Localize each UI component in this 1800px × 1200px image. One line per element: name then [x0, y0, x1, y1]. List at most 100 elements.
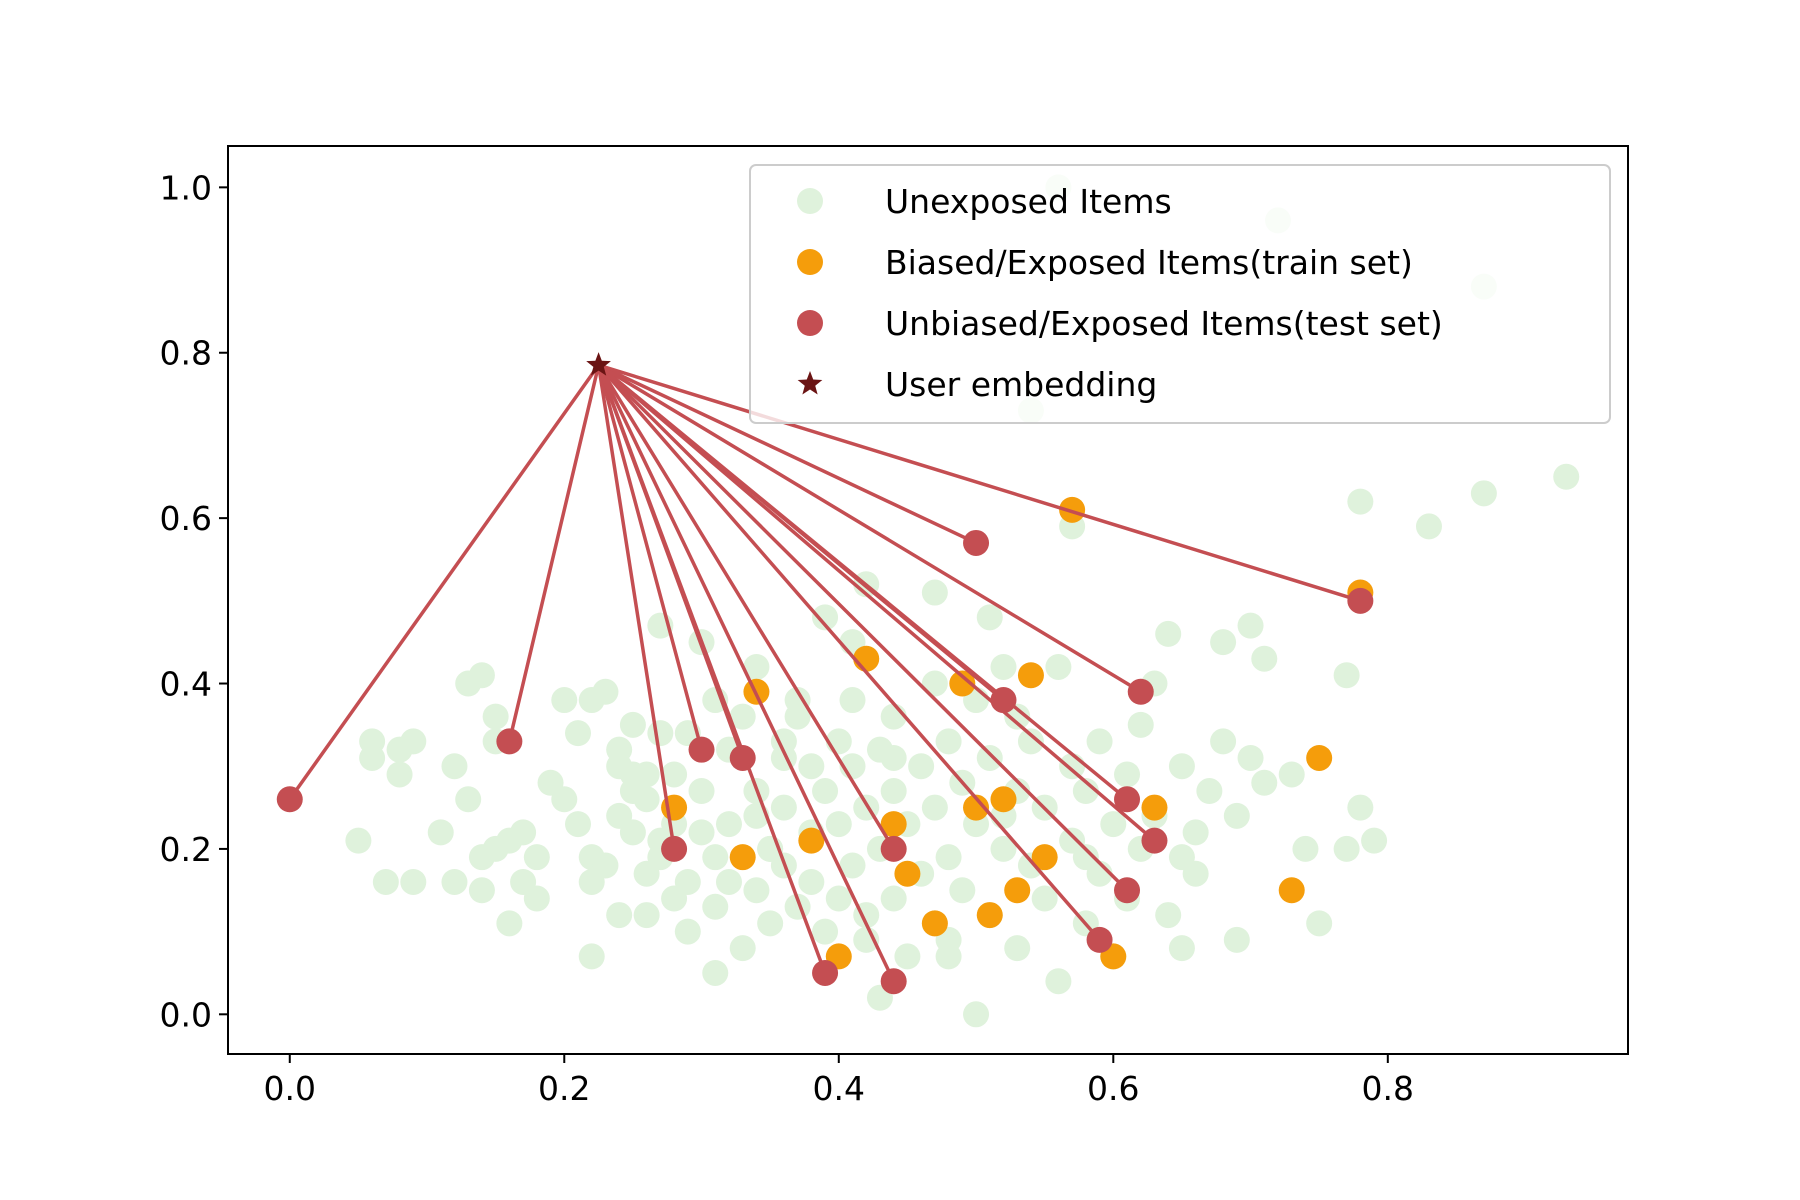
star-point-0: [586, 352, 611, 376]
point-1-19: [1278, 877, 1305, 904]
y-tick-label-3: 0.6: [160, 499, 212, 538]
legend-marker-3: [797, 371, 823, 395]
point-0-128: [1045, 653, 1072, 680]
point-1-11: [976, 902, 1003, 929]
point-2-3: [688, 736, 715, 763]
point-1-20: [1306, 744, 1333, 771]
point-0-129: [1045, 968, 1072, 995]
point-0-80: [798, 868, 825, 895]
point-0-6: [400, 868, 427, 895]
point-0-41: [619, 711, 646, 738]
point-0-59: [702, 844, 729, 871]
point-0-8: [427, 819, 454, 846]
point-0-139: [1114, 761, 1141, 788]
connection-line-14: [597, 363, 1142, 694]
connection-line-3: [596, 364, 704, 751]
point-1-10: [963, 794, 990, 821]
connection-line-12: [597, 363, 1129, 801]
point-0-118: [990, 653, 1017, 680]
point-0-17: [482, 703, 509, 730]
point-2-11: [1114, 877, 1141, 904]
point-1-15: [1031, 844, 1058, 871]
point-1-5: [853, 645, 880, 672]
connection-line-1: [507, 364, 601, 742]
x-tick-label-2: 0.4: [813, 1069, 865, 1108]
point-0-154: [1223, 926, 1250, 953]
series-3: [586, 352, 611, 376]
legend-box: [749, 164, 1611, 424]
point-0-98: [880, 885, 907, 912]
point-0-13: [468, 662, 495, 689]
point-0-134: [1072, 778, 1099, 805]
point-0-127: [1031, 885, 1058, 912]
point-0-181: [1072, 844, 1099, 871]
point-0-14: [468, 877, 495, 904]
point-0-57: [688, 778, 715, 805]
point-1-8: [921, 910, 948, 937]
point-1-7: [894, 860, 921, 887]
point-0-158: [1251, 645, 1278, 672]
point-0-60: [702, 893, 729, 920]
point-0-68: [743, 877, 770, 904]
connection-line-7: [597, 364, 896, 982]
point-0-46: [633, 786, 660, 813]
x-tick-label-1: 0.2: [538, 1069, 590, 1108]
point-0-87: [839, 687, 866, 714]
point-0-74: [770, 794, 797, 821]
point-0-33: [578, 943, 605, 970]
point-0-149: [1182, 819, 1209, 846]
point-0-89: [839, 852, 866, 879]
point-0-64: [715, 811, 742, 838]
point-0-104: [921, 670, 948, 697]
point-0-163: [1306, 910, 1333, 937]
point-0-124: [1017, 728, 1044, 755]
point-0-78: [798, 753, 825, 780]
point-0-86: [825, 885, 852, 912]
axes-frame: [227, 145, 1629, 1055]
point-0-71: [757, 910, 784, 937]
point-0-11: [455, 786, 482, 813]
x-tick-label-0: 0.0: [264, 1069, 316, 1108]
point-0-45: [633, 902, 660, 929]
point-0-166: [1347, 794, 1374, 821]
connection-line-6: [597, 364, 896, 850]
point-0-164: [1333, 662, 1360, 689]
x-tick-label-4: 0.8: [1362, 1069, 1414, 1108]
point-0-23: [523, 844, 550, 871]
point-2-15: [1347, 587, 1374, 614]
point-0-61: [702, 959, 729, 986]
point-0-2: [359, 744, 386, 771]
connection-line-0: [288, 364, 601, 801]
point-2-7: [880, 968, 907, 995]
point-0-82: [812, 778, 839, 805]
point-0-21: [510, 819, 537, 846]
point-0-159: [1251, 769, 1278, 796]
plot-marks: [276, 174, 1580, 1028]
legend-marker-1: [797, 249, 823, 275]
point-2-14: [1127, 678, 1154, 705]
point-0-156: [1237, 744, 1264, 771]
point-0-114: [963, 1001, 990, 1028]
point-0-168: [1361, 827, 1388, 854]
series-0: [345, 174, 1580, 1028]
point-0-36: [606, 902, 633, 929]
point-0-122: [1004, 935, 1031, 962]
legend-label-1: Biased/Exposed Items(train set): [885, 243, 1413, 282]
point-0-167: [1347, 488, 1374, 515]
point-0-107: [935, 728, 962, 755]
point-0-136: [1086, 728, 1113, 755]
point-0-62: [715, 868, 742, 895]
point-0-137: [1100, 811, 1127, 838]
point-0-169: [1415, 513, 1442, 540]
point-0-142: [1127, 711, 1154, 738]
connection-lines: [288, 363, 1361, 982]
point-2-5: [812, 959, 839, 986]
point-0-182: [1168, 844, 1195, 871]
point-0-66: [729, 703, 756, 730]
point-0-145: [1155, 902, 1182, 929]
point-0-69: [743, 653, 770, 680]
point-1-9: [949, 670, 976, 697]
point-0-178: [880, 744, 907, 771]
